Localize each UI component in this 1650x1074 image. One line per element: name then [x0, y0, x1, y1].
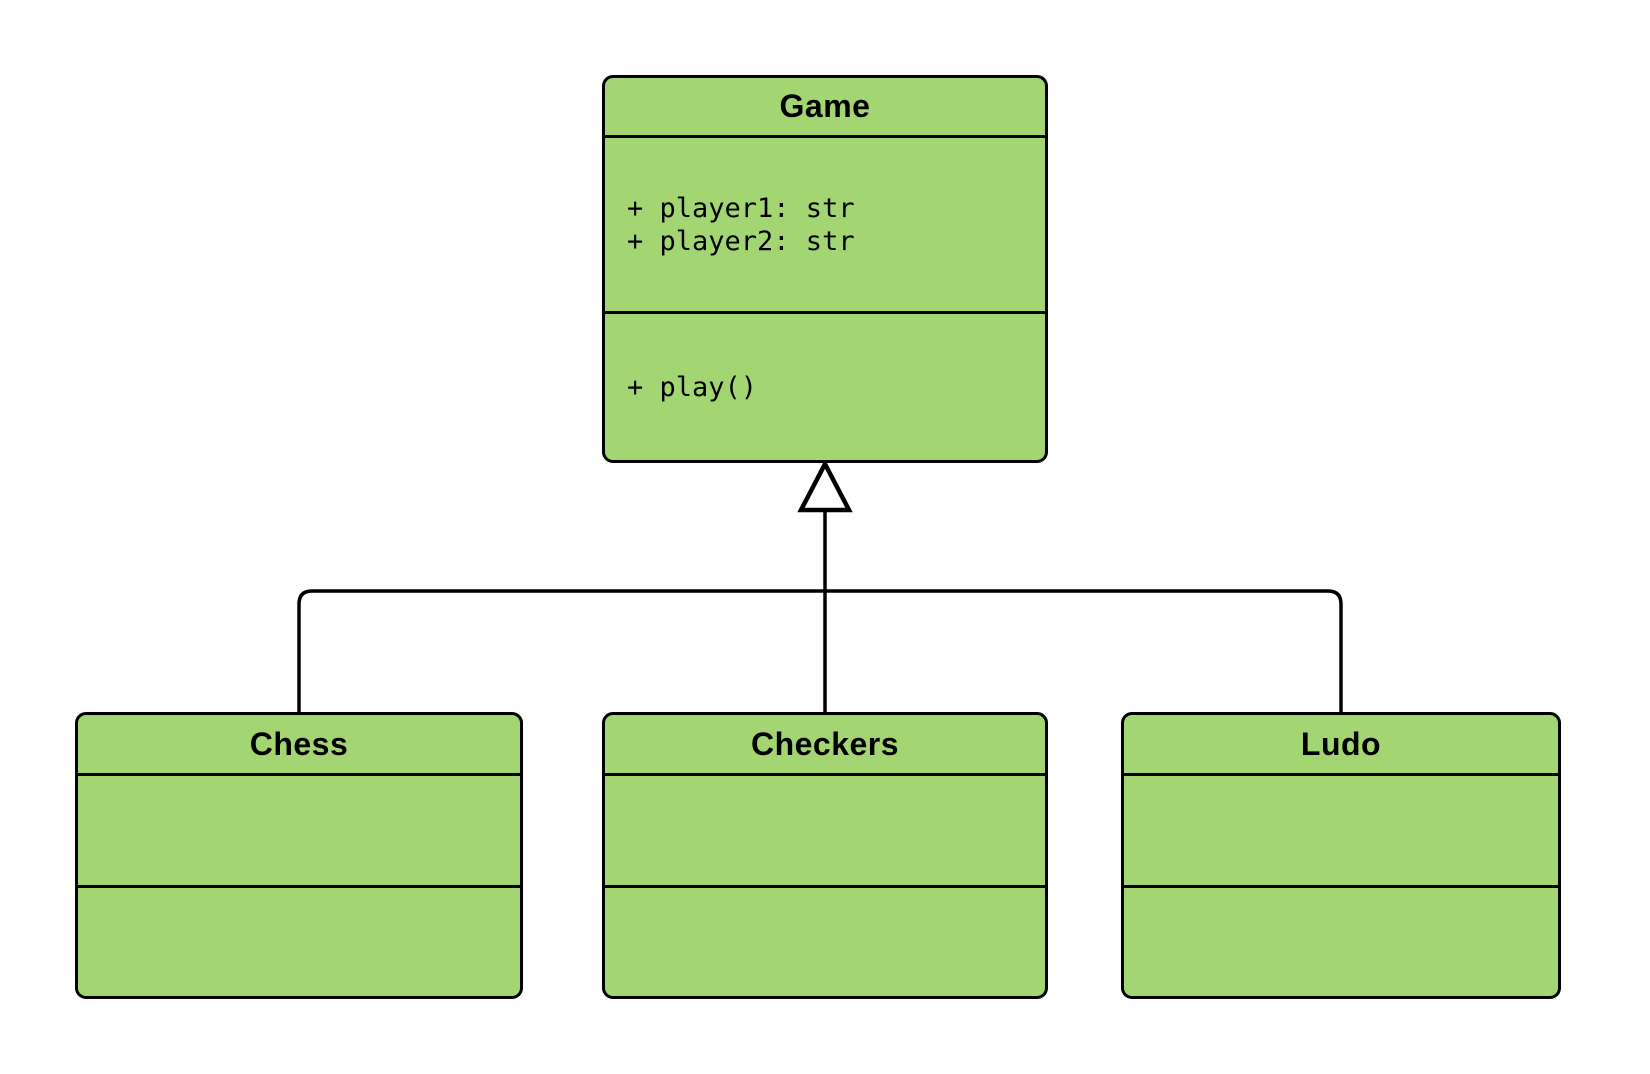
class-methods-game: + play() — [605, 314, 1045, 460]
class-attributes-ludo — [1124, 776, 1558, 888]
attribute-row: + player1: str — [627, 192, 855, 224]
method-row: + play() — [627, 371, 758, 403]
class-title-ludo: Ludo — [1124, 715, 1558, 776]
class-title-checkers: Checkers — [605, 715, 1045, 776]
class-methods-ludo — [1124, 888, 1558, 996]
class-box-ludo: Ludo — [1121, 712, 1561, 999]
class-attributes-chess — [78, 776, 520, 888]
class-methods-checkers — [605, 888, 1045, 996]
class-attributes-checkers — [605, 776, 1045, 888]
inheritance-arrowhead — [797, 459, 853, 513]
class-box-game: Game + player1: str + player2: str + pla… — [602, 75, 1048, 463]
attribute-row: + player2: str — [627, 225, 855, 257]
class-attributes-game: + player1: str + player2: str — [605, 138, 1045, 314]
class-box-checkers: Checkers — [602, 712, 1048, 999]
class-title-chess: Chess — [78, 715, 520, 776]
class-title-game: Game — [605, 78, 1045, 138]
inheritance-edge-branch — [297, 589, 1343, 713]
class-methods-chess — [78, 888, 520, 996]
class-box-chess: Chess — [75, 712, 523, 999]
